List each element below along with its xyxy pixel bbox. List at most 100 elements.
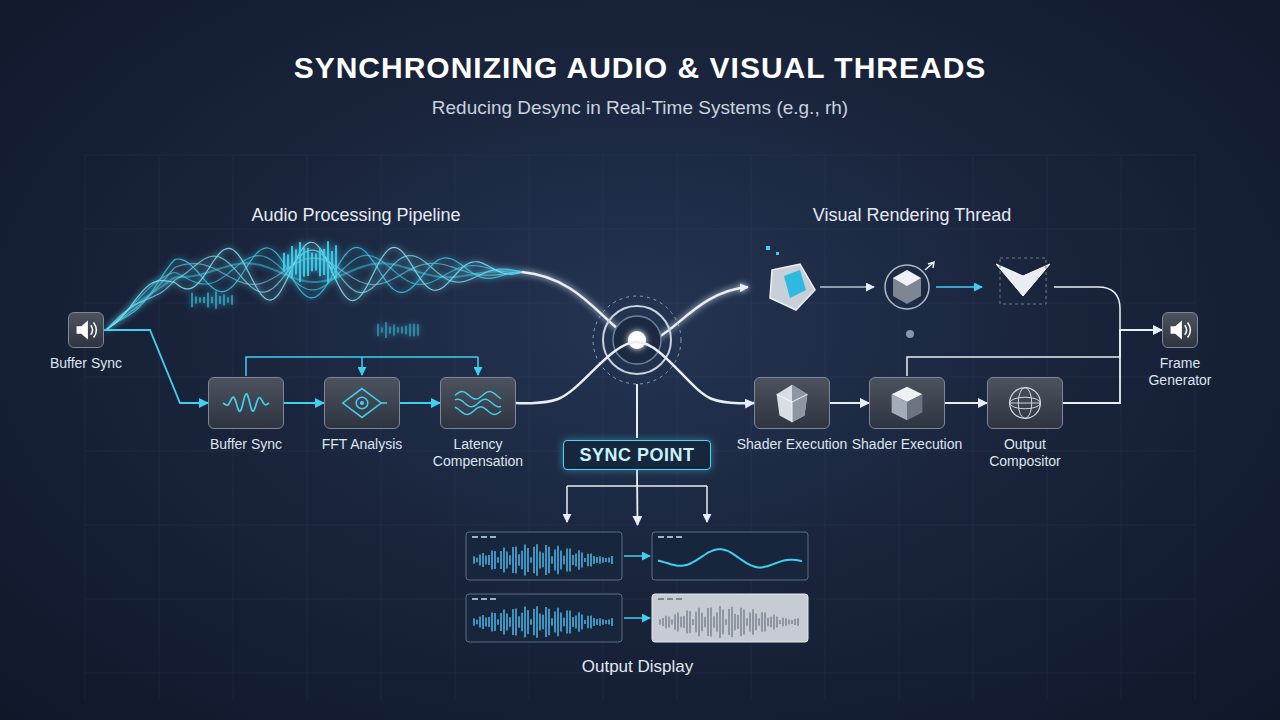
panel-bar [599, 556, 601, 564]
speaker-node: Buffer Sync [49, 312, 123, 372]
connector [400, 402, 440, 404]
panel-bar [716, 612, 718, 631]
panel-bar [533, 609, 535, 635]
panel-bar [548, 547, 550, 574]
process-box: Buffer Sync [190, 377, 302, 453]
fan-arrow [706, 486, 708, 522]
panel-bar [533, 547, 535, 573]
icon [1163, 313, 1197, 347]
panel-bar [668, 616, 670, 627]
panel-bar [599, 618, 601, 626]
visual-icon [885, 262, 934, 309]
panel-bar [509, 555, 511, 565]
panel-bar [584, 558, 586, 562]
node-label: Shader Execution [851, 436, 963, 453]
panel-bar [776, 616, 778, 627]
visual-icon [996, 258, 1050, 304]
panel-header [667, 598, 673, 600]
panel-bar [563, 618, 565, 626]
panel-bar [557, 546, 559, 575]
panel-bar [602, 557, 604, 563]
waveform-bar [381, 327, 383, 332]
panel-header [658, 536, 664, 538]
sync-light [628, 331, 646, 349]
waveform-bar [227, 297, 229, 303]
icon-box [440, 377, 516, 429]
eye-icon [343, 389, 387, 418]
process-box: Output Compositor [969, 377, 1081, 470]
speaker-icon [1171, 321, 1191, 340]
panel-bar [590, 553, 592, 566]
panel-bar [560, 551, 562, 570]
icon-fill [360, 401, 364, 405]
panel-bar [575, 554, 577, 567]
waveform-bar [327, 241, 329, 282]
flow-arrow [936, 286, 982, 288]
waveform-bar [389, 327, 391, 334]
connector [830, 402, 869, 404]
speaker-node: Frame Generator [1143, 312, 1217, 389]
panel-bar [581, 615, 583, 630]
panel-bar [764, 613, 766, 632]
panel-bar [767, 618, 769, 627]
visual-icon [770, 264, 815, 310]
display-panel [652, 594, 808, 642]
panel-bar [503, 547, 505, 572]
panel-bar [662, 618, 664, 626]
waveform-bar [303, 247, 305, 276]
feed-arrow [477, 357, 479, 375]
subtitle: Reducing Desync in Real-Time Systems (e.… [432, 97, 848, 119]
panel-bar [500, 551, 502, 569]
icon-stroke [455, 407, 501, 414]
waveform-bar [307, 248, 309, 276]
panel-bar [608, 619, 610, 624]
panel-bar [494, 551, 496, 569]
panel-bar [713, 616, 715, 628]
speaker-icon [77, 321, 97, 340]
feed-arrow [361, 357, 363, 375]
process-box: Latency Compensation [422, 377, 534, 470]
connector [1063, 330, 1162, 403]
visual-icon [770, 264, 815, 310]
panel-bar [566, 549, 568, 572]
panel-bar [755, 614, 757, 631]
panel-bar [554, 550, 556, 571]
panel-bar [677, 613, 679, 632]
icon-fill [1171, 321, 1182, 340]
panel-bar [593, 556, 595, 564]
waveform-bar [231, 295, 233, 304]
grid-line [85, 229, 1195, 230]
panel-bar [479, 616, 481, 627]
panel-bar [560, 613, 562, 632]
panel-bar [500, 613, 502, 631]
panel-bar [524, 545, 526, 576]
panel-bar [797, 618, 799, 625]
panel-bar [584, 620, 586, 624]
panel-bar [791, 620, 793, 624]
panel-bar [611, 556, 613, 564]
panel-bar [548, 609, 550, 636]
panel-bar [761, 612, 763, 631]
waveform-bar [409, 324, 411, 337]
connector [516, 342, 754, 403]
panel-bar [557, 608, 559, 637]
sync-ring [603, 306, 671, 374]
panel-bar [482, 615, 484, 629]
waveform-line [106, 247, 523, 330]
panel-bar [545, 545, 547, 575]
icon-box [754, 377, 830, 429]
panel-bar [515, 546, 517, 573]
waveform-bar [417, 324, 419, 336]
panel-bar [536, 606, 538, 637]
sync-label: SYNC POINT [578, 445, 696, 465]
connector [945, 402, 987, 404]
panel-bar [788, 620, 790, 625]
panel-bar [569, 611, 571, 634]
process-box: FFT Analysis [306, 377, 418, 453]
icon [209, 378, 283, 428]
waveform-bar [283, 253, 285, 272]
speaker-icon [68, 312, 104, 348]
icon-fill [907, 394, 922, 420]
panel-bar [602, 619, 604, 625]
panel-arrow [624, 555, 650, 557]
